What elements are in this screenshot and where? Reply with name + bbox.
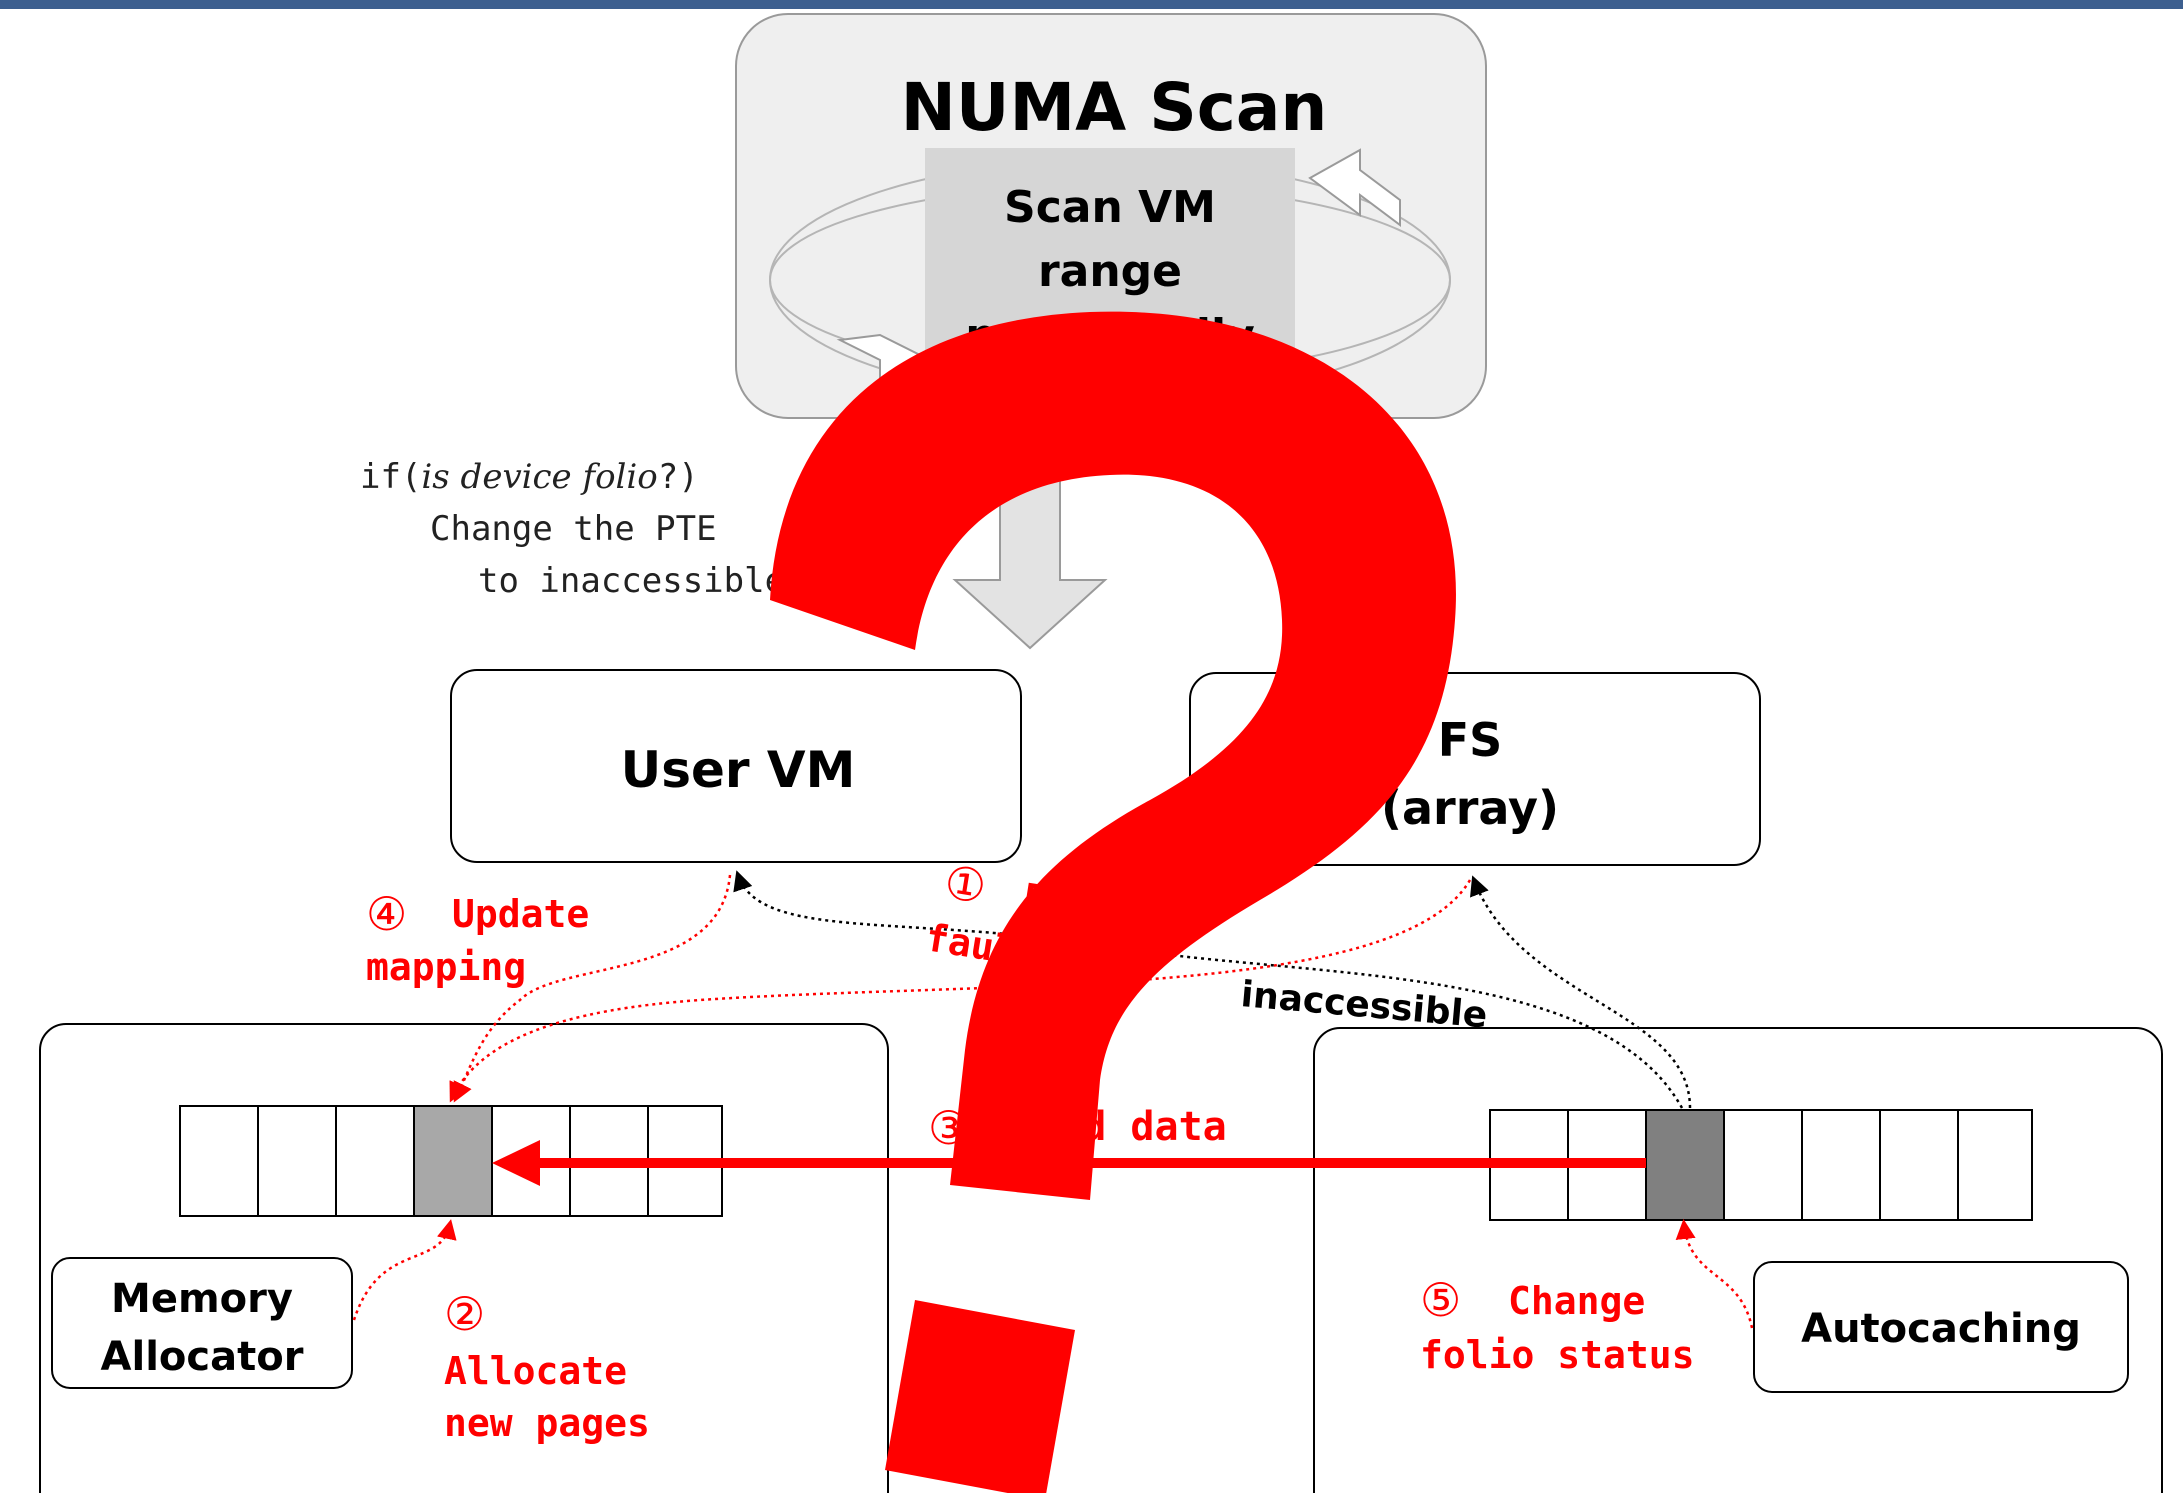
memory-allocator-line2: Allocator: [101, 1334, 304, 1380]
right-fs-panel: Autocaching: [1313, 1027, 2163, 1493]
svg-text:if(is device folio?): if(is device folio?): [360, 457, 699, 497]
memory-allocator-box: [51, 1257, 353, 1389]
code-line3: to inaccessible: [478, 561, 785, 601]
user-vm-label: User VM: [621, 741, 856, 799]
top-bar: [0, 0, 2183, 9]
device-folio-cell: [1645, 1109, 1725, 1221]
fs-line2: (array): [1381, 781, 1559, 835]
scan-vm-line2: range: [1038, 246, 1182, 297]
svg-text:new pages: new pages: [444, 1401, 650, 1445]
code-close: ?): [658, 457, 699, 497]
svg-text:folio status: folio status: [1420, 1333, 1695, 1377]
svg-text:④: ④: [366, 887, 407, 941]
scan-vm-line1: Scan VM: [1004, 182, 1216, 233]
code-line2: Change the PTE: [430, 509, 717, 549]
svg-text:Change: Change: [1508, 1279, 1645, 1323]
user-vm-box: User VM: [450, 669, 1022, 863]
fs-line1: FS: [1438, 713, 1503, 767]
autocaching-label: Autocaching: [1801, 1306, 2081, 1352]
right-page-array: [1489, 1109, 2033, 1221]
svg-text:mapping: mapping: [366, 945, 526, 989]
svg-text:Update: Update: [452, 892, 589, 936]
svg-text:Allocate: Allocate: [444, 1349, 627, 1393]
svg-text:②: ②: [444, 1287, 485, 1341]
code-cond: is device folio: [421, 457, 657, 497]
svg-text:①: ①: [941, 855, 990, 915]
question-mark-icon: [770, 311, 1456, 1493]
code-if: if(: [360, 457, 421, 497]
step4-label: ④ Update mapping: [366, 887, 589, 989]
step5-label: ⑤ Change folio status: [1420, 1273, 1695, 1377]
numa-scan-title: NUMA Scan: [901, 69, 1328, 146]
autocaching-box: [1753, 1261, 2129, 1393]
allocated-page-cell: [413, 1105, 493, 1217]
dotted-connectors: [352, 870, 1754, 1329]
svg-text:⑤: ⑤: [1420, 1273, 1461, 1327]
left-memory-panel: Memory Allocator: [39, 1023, 889, 1493]
memory-allocator-line1: Memory: [111, 1276, 293, 1322]
pte-code-block: if(is device folio?) Change the PTE to i…: [360, 457, 785, 601]
step2-label: ② Allocate new pages: [444, 1287, 650, 1445]
